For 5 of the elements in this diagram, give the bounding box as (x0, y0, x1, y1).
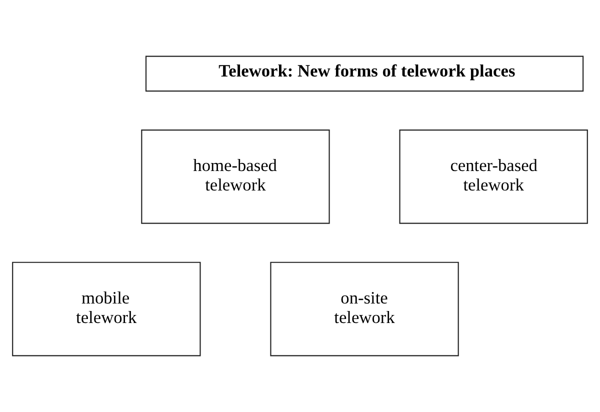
node-box: center-based telework (399, 130, 588, 224)
node-box: Telework: New forms of telework places (145, 56, 584, 92)
node-box: home-based telework (141, 130, 330, 224)
node-box: mobile telework (12, 262, 201, 356)
node-box: on-site telework (270, 262, 459, 356)
